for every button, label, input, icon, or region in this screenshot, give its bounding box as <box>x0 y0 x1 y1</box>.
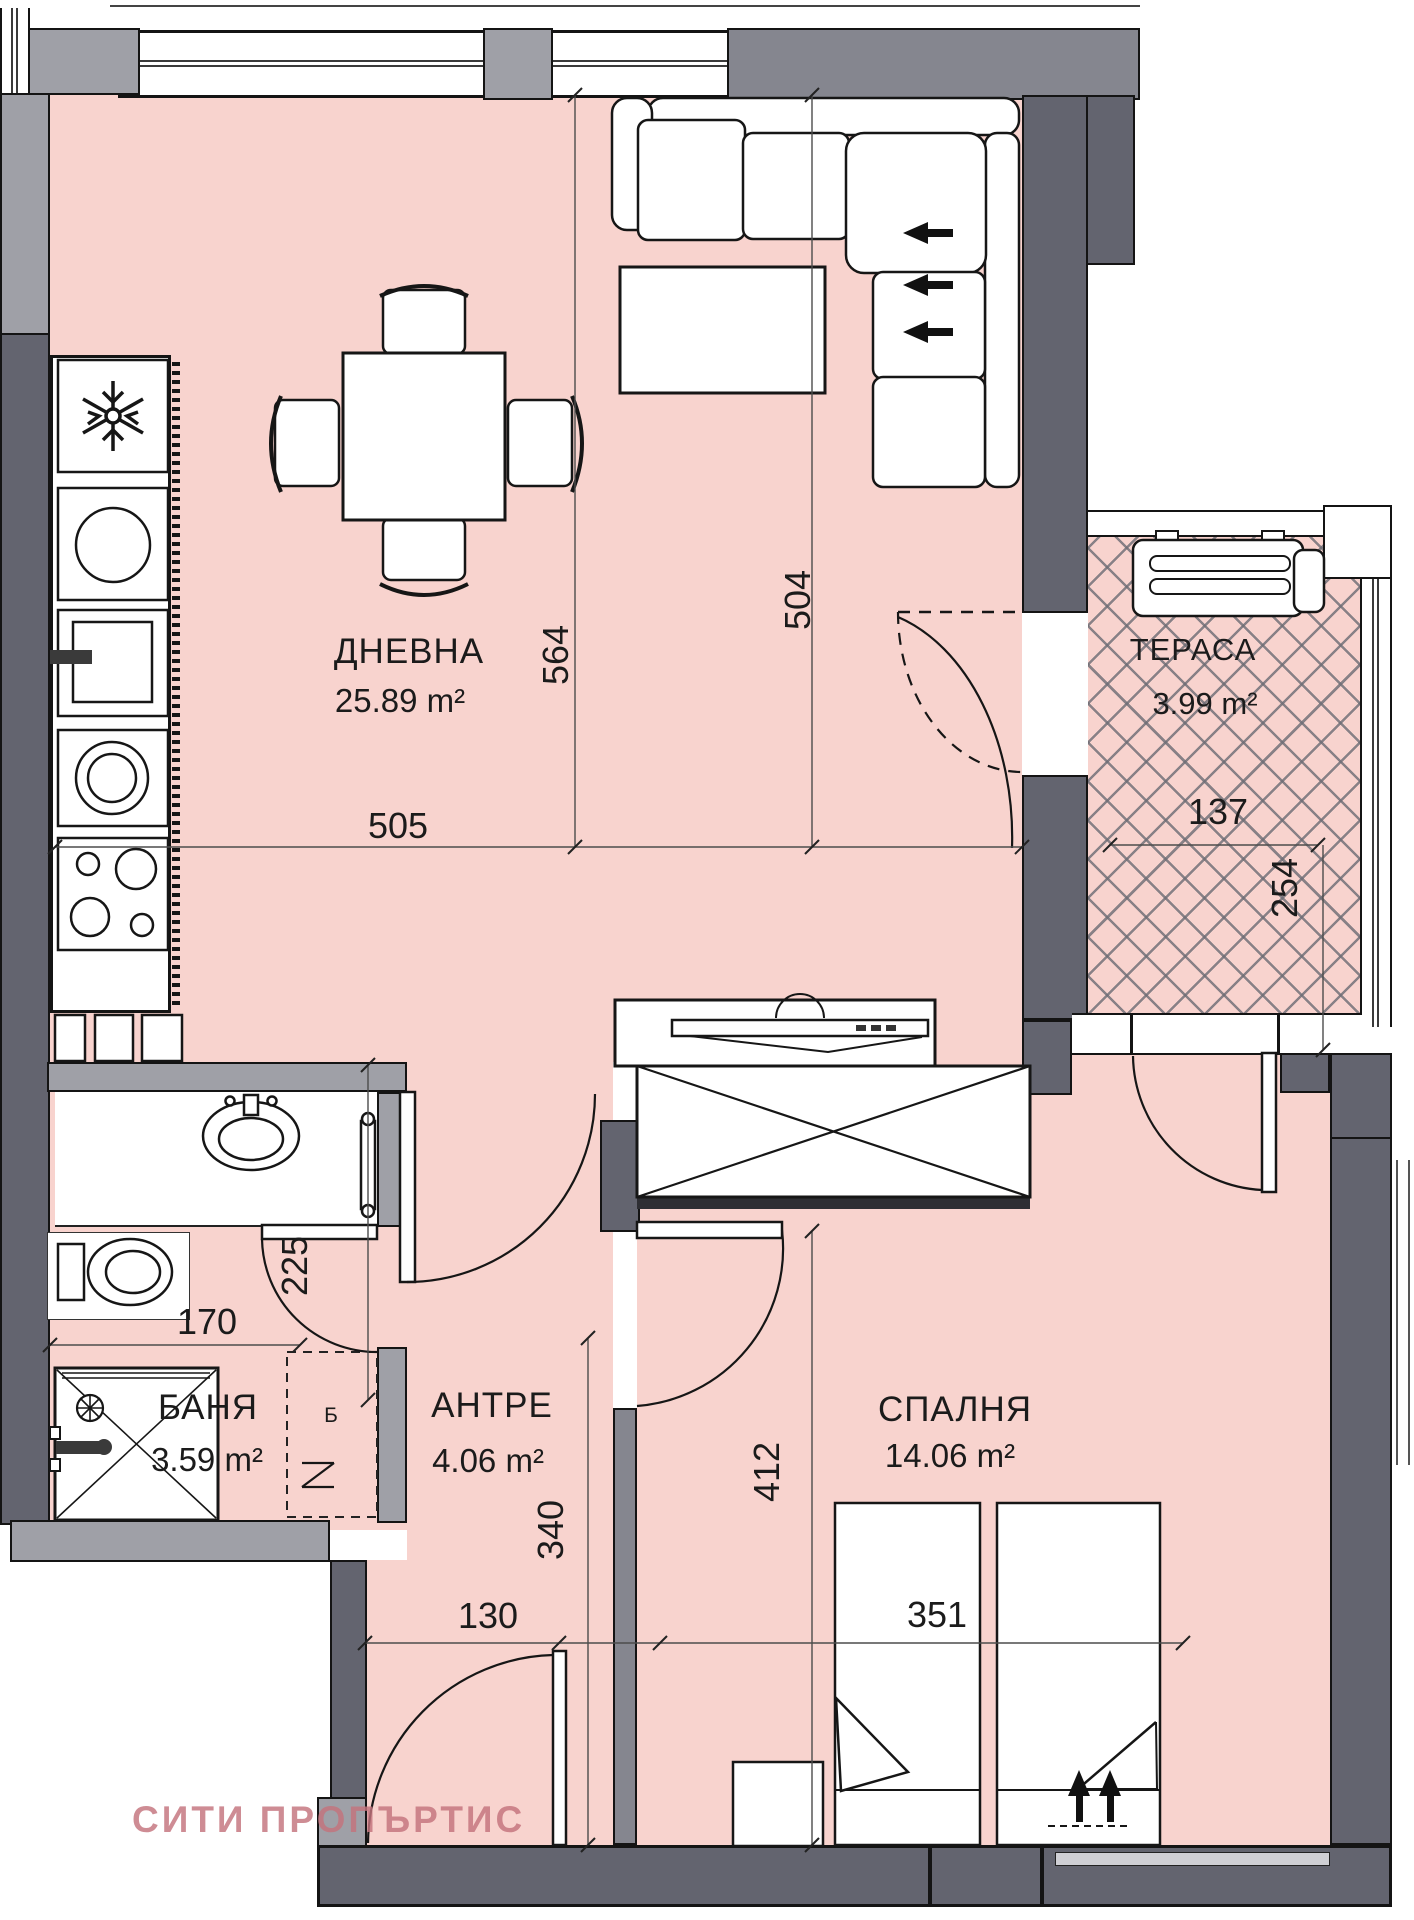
bathroom-label: БАНЯ <box>157 1388 259 1427</box>
sofa-bed-arrows-icon <box>903 222 953 343</box>
hallway-door-swing <box>406 1093 597 1284</box>
dim-254: 254 <box>1264 857 1305 919</box>
wardrobe-icon <box>635 1064 1032 1199</box>
bedroom-door-leaf <box>635 1220 784 1240</box>
hallway-label: АНТРЕ <box>431 1386 553 1425</box>
boiler-niche <box>286 1351 378 1518</box>
terrace-corner-post <box>1323 505 1392 579</box>
living-room-label: ДНЕВНА <box>333 632 485 671</box>
dim-412: 412 <box>746 1441 787 1503</box>
terrace-area: 3.99 m² <box>1152 686 1258 721</box>
bath-sink-icon <box>201 1093 301 1172</box>
washing-machine-icon <box>301 1461 335 1489</box>
top-wall <box>727 28 1140 100</box>
hallway-west-wall <box>330 1560 367 1802</box>
tv-console <box>613 993 937 1068</box>
dim-170: 170 <box>176 1301 238 1342</box>
left-wall-upper <box>0 93 50 335</box>
dim-504: 504 <box>777 569 818 631</box>
doors <box>260 610 1278 1847</box>
dining-table-icon <box>269 284 584 597</box>
shower-faucet-icon <box>56 1441 104 1454</box>
top-left-corner-wall <box>28 28 140 95</box>
dim-340: 340 <box>530 1499 571 1561</box>
bedroom-door-swing <box>636 1229 785 1408</box>
watermark: СИТИ ПРОПЪРТИС <box>132 1799 526 1840</box>
hallway-area: 4.06 m² <box>432 1442 544 1479</box>
top-sill-line <box>110 5 1140 7</box>
kitchen-counter-edge <box>172 362 180 1010</box>
wardrobe-back-wall <box>637 1197 1030 1209</box>
bathroom-door-leaf <box>260 1223 379 1241</box>
dim-137: 137 <box>1187 791 1249 832</box>
left-wall <box>0 333 50 1525</box>
shower-knob-icon <box>96 1439 112 1455</box>
hallway-floor <box>407 1062 613 1845</box>
bottom-wall-window <box>1055 1852 1330 1866</box>
bedroom-terrace-door-leaf <box>1260 1051 1278 1194</box>
door-jamb <box>1130 1015 1133 1053</box>
east-living-wall-lower <box>1022 775 1088 1020</box>
toilet-icon <box>56 1237 174 1307</box>
bedroom-east-wall <box>1330 1137 1392 1845</box>
air-conditioner-icon <box>1131 530 1326 618</box>
left-corner-window <box>0 8 30 98</box>
living-window-right <box>553 30 727 98</box>
bathroom-door-swing <box>260 1238 378 1354</box>
bottom-wall-joint <box>928 1845 932 1907</box>
bedroom-terrace-door-swing <box>1131 1055 1263 1192</box>
bed-pullout-arrows-icon <box>1068 1770 1121 1822</box>
east-facade-line <box>1396 1160 1398 1465</box>
dimension-ticks <box>42 87 1331 1853</box>
terrace-door-swing <box>897 615 1014 849</box>
bottom-wall-joint <box>1040 1845 1044 1907</box>
bedroom-label: СПАЛНЯ <box>877 1390 1033 1429</box>
bed-left <box>833 1501 982 1847</box>
dim-564: 564 <box>535 624 576 686</box>
east-living-wall-upper <box>1022 95 1088 613</box>
east-facade-line <box>1408 1160 1410 1465</box>
bathroom-area: 3.59 m² <box>151 1441 263 1478</box>
terrace-right-railing <box>1360 579 1392 1027</box>
terrace-door-swing-dashed <box>896 611 1023 774</box>
terrace-label: ТЕРАСА <box>1129 632 1257 667</box>
snowflake-icon <box>82 381 144 451</box>
hallway-door-leaf <box>398 1090 417 1284</box>
kitchen-faucet-icon <box>50 650 92 664</box>
dimension-lines <box>50 95 1324 1845</box>
dim-130: 130 <box>457 1595 519 1636</box>
coffee-table-icon <box>618 265 827 395</box>
living-window-left <box>118 30 483 98</box>
door-jamb <box>1277 1015 1280 1053</box>
window-pillar <box>483 28 553 100</box>
bathroom-east-wall-lower <box>377 1347 407 1523</box>
bathroom-top-wall <box>47 1062 407 1092</box>
nightstand-icon <box>731 1760 825 1848</box>
dim-505: 505 <box>367 805 429 846</box>
entrance-door-leaf <box>551 1649 568 1847</box>
entrance-door-swing <box>366 1653 554 1844</box>
bedroom-area: 14.06 m² <box>884 1437 1016 1474</box>
living-room-area: 25.89 m² <box>334 682 466 719</box>
dim-351: 351 <box>906 1594 968 1635</box>
terrace-bedroom-band <box>1072 1013 1362 1055</box>
boiler-label: Б <box>324 1404 338 1427</box>
bedroom-ne-wall-block <box>1280 1053 1330 1093</box>
hall-bedroom-wall <box>613 1408 637 1845</box>
corner-sofa-icon <box>610 96 1021 489</box>
kitchen-appliances <box>53 358 184 1063</box>
dim-225: 225 <box>274 1235 315 1297</box>
